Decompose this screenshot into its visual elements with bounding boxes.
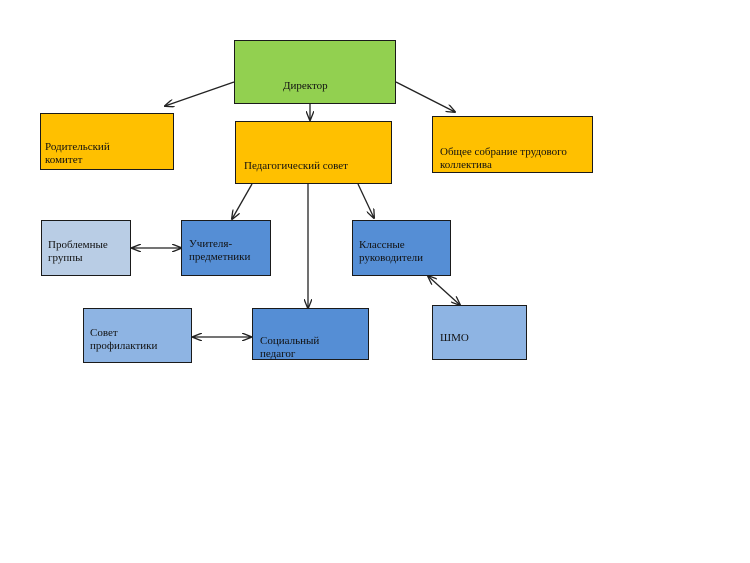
node-parent-committee-label: Родительский комитет <box>45 141 110 166</box>
node-prevention-council-label: Совет профилактики <box>90 327 158 352</box>
arrow-director-to-general-meeting <box>395 81 455 112</box>
arrow-director-to-parent-committee <box>165 81 235 106</box>
node-subject-teachers: Учителя- предметники <box>181 220 271 276</box>
arrow-council-to-class-teachers <box>357 183 374 218</box>
node-subject-teachers-label: Учителя- предметники <box>189 238 251 263</box>
node-prevention-council: Совет профилактики <box>83 308 192 363</box>
node-shmo: ШМО <box>432 305 527 360</box>
node-director-label: Директор <box>283 80 328 92</box>
node-general-meeting: Общее собрание трудового коллектива <box>432 116 593 173</box>
node-class-teachers-label: Классные руководители <box>359 239 423 264</box>
node-pedagogical-council-label: Педагогический совет <box>244 160 348 172</box>
node-parent-committee: Родительский комитет <box>40 113 174 170</box>
node-shmo-label: ШМО <box>440 332 469 344</box>
node-general-meeting-label: Общее собрание трудового коллектива <box>440 146 567 171</box>
node-problem-groups-label: Проблемные группы <box>48 239 108 264</box>
arrow-council-to-subject-teachers <box>232 183 253 219</box>
node-class-teachers: Классные руководители <box>352 220 451 276</box>
node-director: Директор <box>234 40 396 104</box>
node-social-pedagogue: Социальный педагог <box>252 308 369 360</box>
node-pedagogical-council: Педагогический совет <box>235 121 392 184</box>
node-problem-groups: Проблемные группы <box>41 220 131 276</box>
arrow-class-teachers-shmo <box>428 276 460 305</box>
node-social-pedagogue-label: Социальный педагог <box>260 335 320 360</box>
